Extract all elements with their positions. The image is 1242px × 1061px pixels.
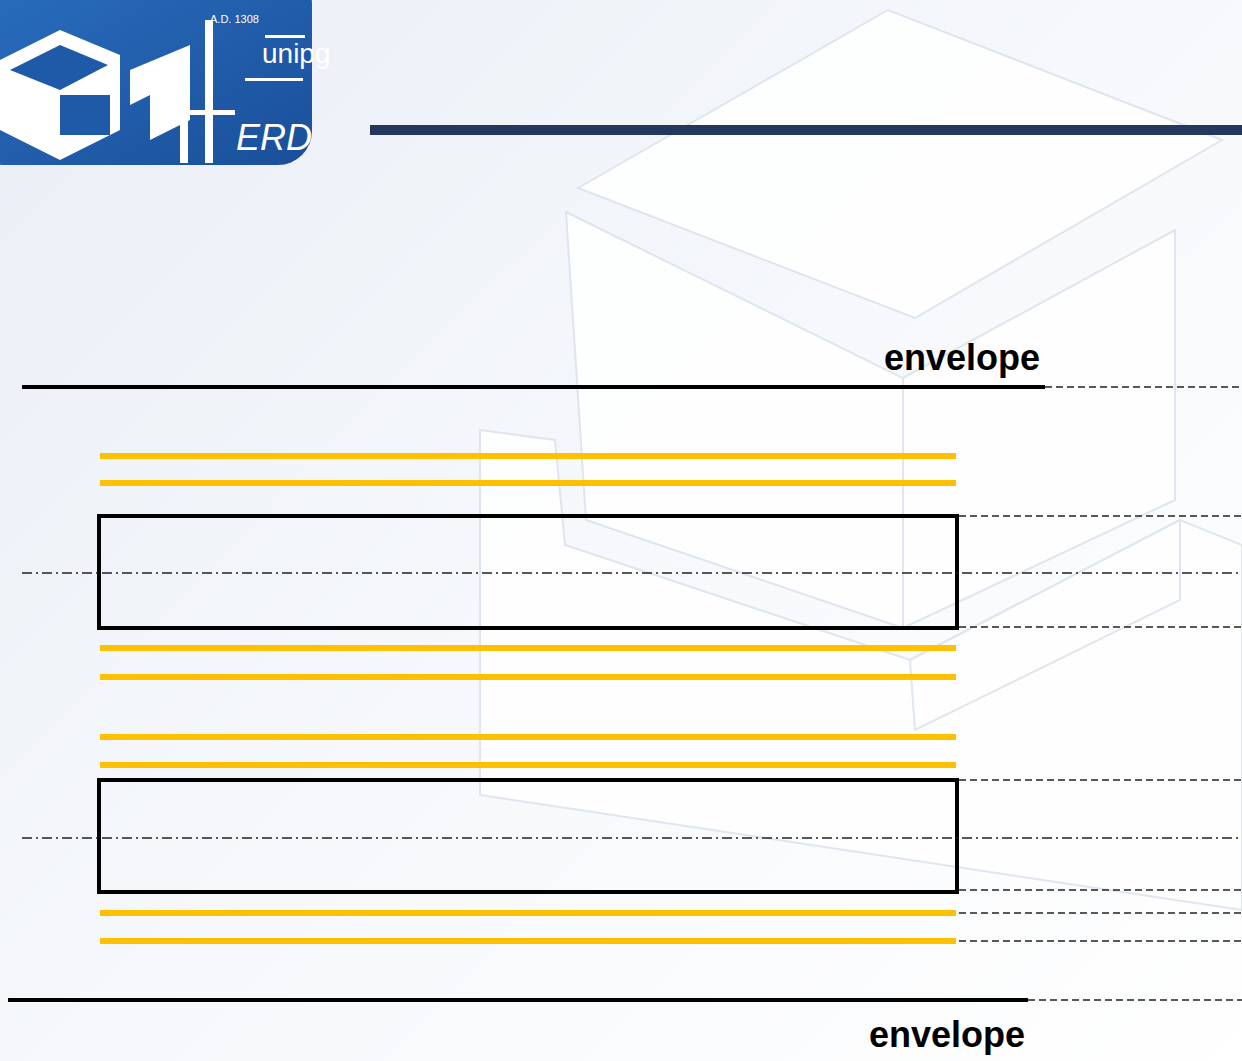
logo-text: ERD bbox=[236, 120, 312, 156]
header-bar bbox=[370, 125, 1242, 135]
layer-rect bbox=[99, 780, 957, 892]
logo-date: A.D. 1308 bbox=[210, 14, 259, 25]
envelope-label: envelope bbox=[869, 1017, 1025, 1053]
logo bbox=[0, 0, 312, 165]
envelope-line bbox=[22, 385, 1045, 389]
extension-lines bbox=[959, 387, 1242, 1000]
layer-rect bbox=[99, 516, 957, 628]
center-lines bbox=[22, 573, 1242, 838]
envelope-label: envelope bbox=[884, 340, 1040, 376]
orange-layers bbox=[100, 456, 956, 941]
logo-text: unipg bbox=[262, 40, 331, 68]
envelope-line bbox=[8, 998, 1028, 1002]
faint-box-illustration bbox=[480, 10, 1242, 910]
